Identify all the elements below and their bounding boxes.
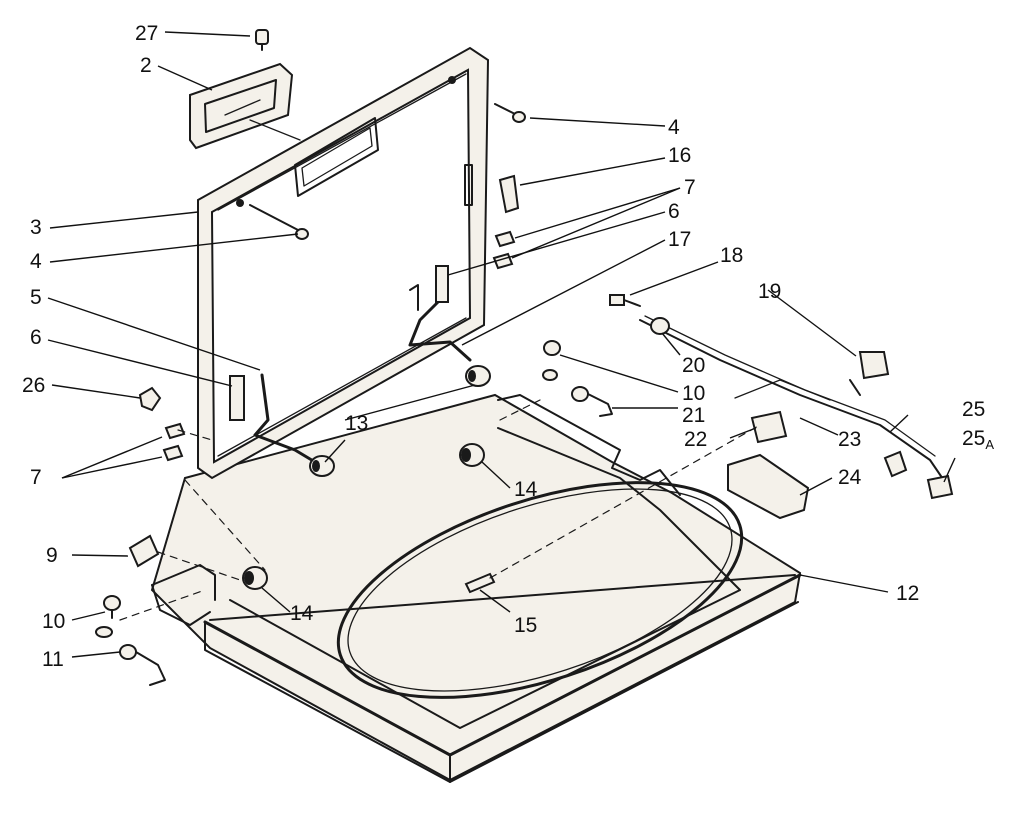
callout-4-lower: 4 [30,250,42,273]
callout-5: 5 [30,286,42,309]
clip-part-23 [883,450,908,478]
clip-part-16 [498,174,520,214]
callout-16: 16 [668,144,691,167]
bumper-part-13-left [309,455,335,477]
callout-7-upper: 7 [684,176,696,199]
hinge-rod-left [229,373,317,464]
callout-10-lower: 10 [42,610,65,633]
callout-10-upper: 10 [682,382,705,405]
screw-part-27 [255,29,269,51]
connector-part-25a [926,474,954,500]
callout-26: 26 [22,374,45,397]
wire-harness-part-25 [639,315,946,483]
callout-19: 19 [758,280,781,303]
callout-9: 9 [46,544,58,567]
spring-part-11 [95,626,166,686]
knob-part-10-upper [543,340,561,356]
callout-11: 11 [42,648,64,671]
callout-17: 17 [668,228,691,251]
switch-part-22 [750,410,788,444]
plate-part-9 [128,534,160,568]
callout-12: 12 [896,582,919,605]
callout-6-upper: 6 [668,200,680,223]
callout-3: 3 [30,216,42,239]
callout-27: 27 [135,22,158,45]
bracket-part-19 [849,351,890,396]
lid-hole-right [448,76,456,84]
leader-lines [47,31,956,658]
callout-24: 24 [838,466,862,489]
lid-frame-part-3 [184,46,490,571]
callout-7-lower: 7 [30,466,42,489]
callout-6-lower: 6 [30,326,42,349]
callout-14-lower: 14 [290,602,314,625]
alignment-line-1 [177,429,213,441]
bumper-part-14-right [459,443,485,467]
callout-4-upper: 4 [668,116,680,139]
tub-opening [336,481,744,699]
lid-handle-part-2 [189,62,301,150]
callout-2: 2 [140,54,152,77]
callout-13: 13 [345,412,368,435]
spring-part-21 [542,369,613,417]
callout-22: 22 [684,428,707,451]
lid-handle-recess [294,117,379,197]
hinge-rod-right [408,265,472,362]
bumper-part-13-right [465,365,491,387]
bumper-part-4-upper [494,103,526,123]
screw-part-15 [464,424,761,594]
bolt-part-18 [609,294,641,307]
screw-part-7-left [162,422,186,462]
knob-part-10-lower [103,595,121,619]
bumper-part-14-left [242,566,268,590]
callout-labels: 27 2 4 16 7 6 17 3 4 18 5 19 6 20 26 10 … [22,22,994,671]
callout-25a: 25A [962,427,994,452]
cover-part-24 [727,453,810,520]
callout-21: 21 [682,404,705,427]
nut-part-20 [650,317,670,335]
callout-18: 18 [720,244,743,267]
alignment-line-3 [157,551,241,581]
lid-hole-left [236,199,244,207]
callout-20: 20 [682,354,705,377]
callout-23: 23 [838,428,861,451]
callout-15: 15 [514,614,537,637]
alignment-line-4 [119,589,206,621]
screw-part-7-right [492,230,516,270]
alignment-line-2 [499,399,541,421]
callout-25: 25 [962,398,985,421]
clip-part-26 [138,386,162,412]
callout-14-upper: 14 [514,478,538,501]
tub-opening-inner [347,488,733,692]
